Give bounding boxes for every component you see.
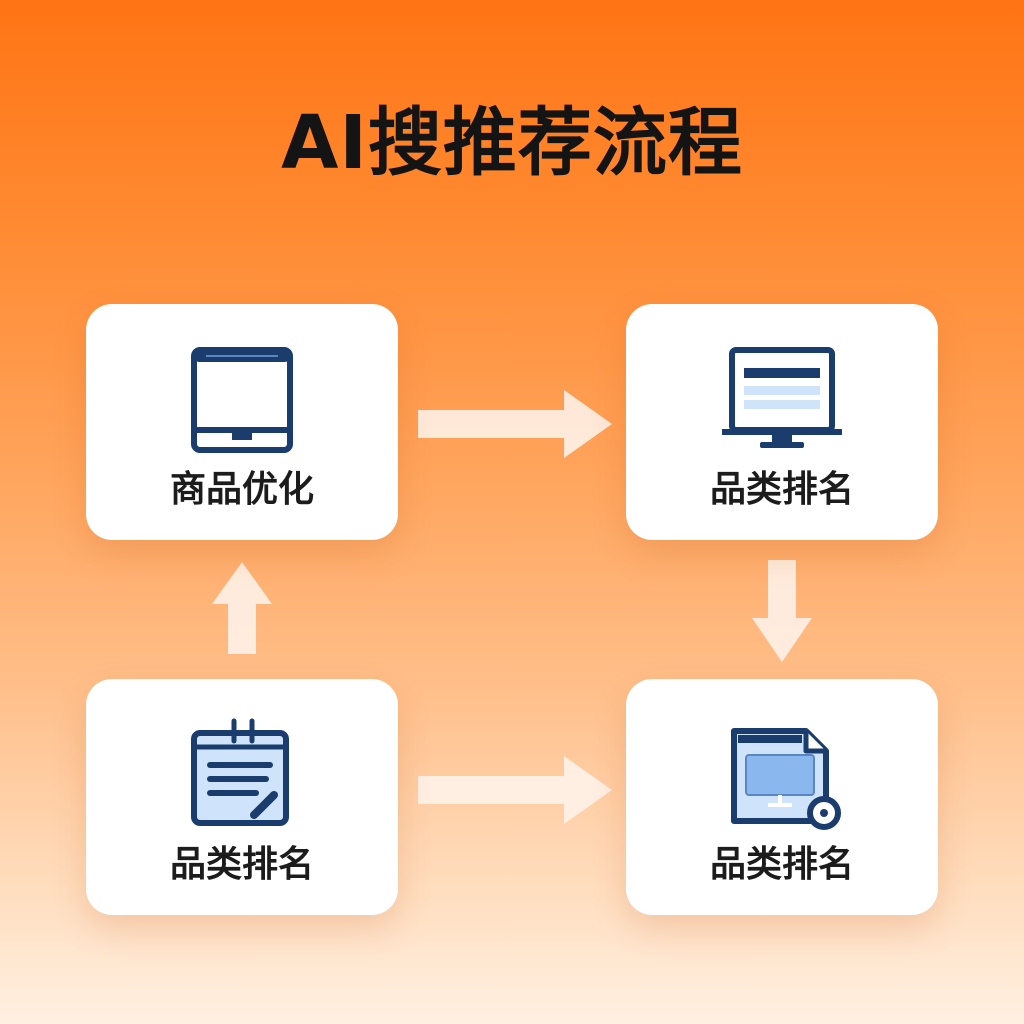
flow-step-card: 品类排名 [626,679,938,915]
page-title: AI搜推荐流程 [281,100,743,186]
arrow-up-left [212,562,272,654]
flow-step-card: 商品优化 [86,304,398,540]
arrow-down-right [752,560,812,662]
step-label: 品类排名 [709,844,854,885]
step-label: 商品优化 [169,469,314,510]
arrow-right-bottom [418,756,612,824]
arrow-right-top [418,390,612,458]
step-label: 品类排名 [169,844,314,885]
flow-step-card: 品类排名 [626,304,938,540]
monitor-icon [191,347,293,453]
document-monitor-icon [731,728,841,830]
flow-step-card: 品类排名 [86,679,398,915]
desktop-monitor-icon [722,347,842,448]
notepad-edit-icon [191,718,289,826]
step-label: 品类排名 [709,469,854,510]
